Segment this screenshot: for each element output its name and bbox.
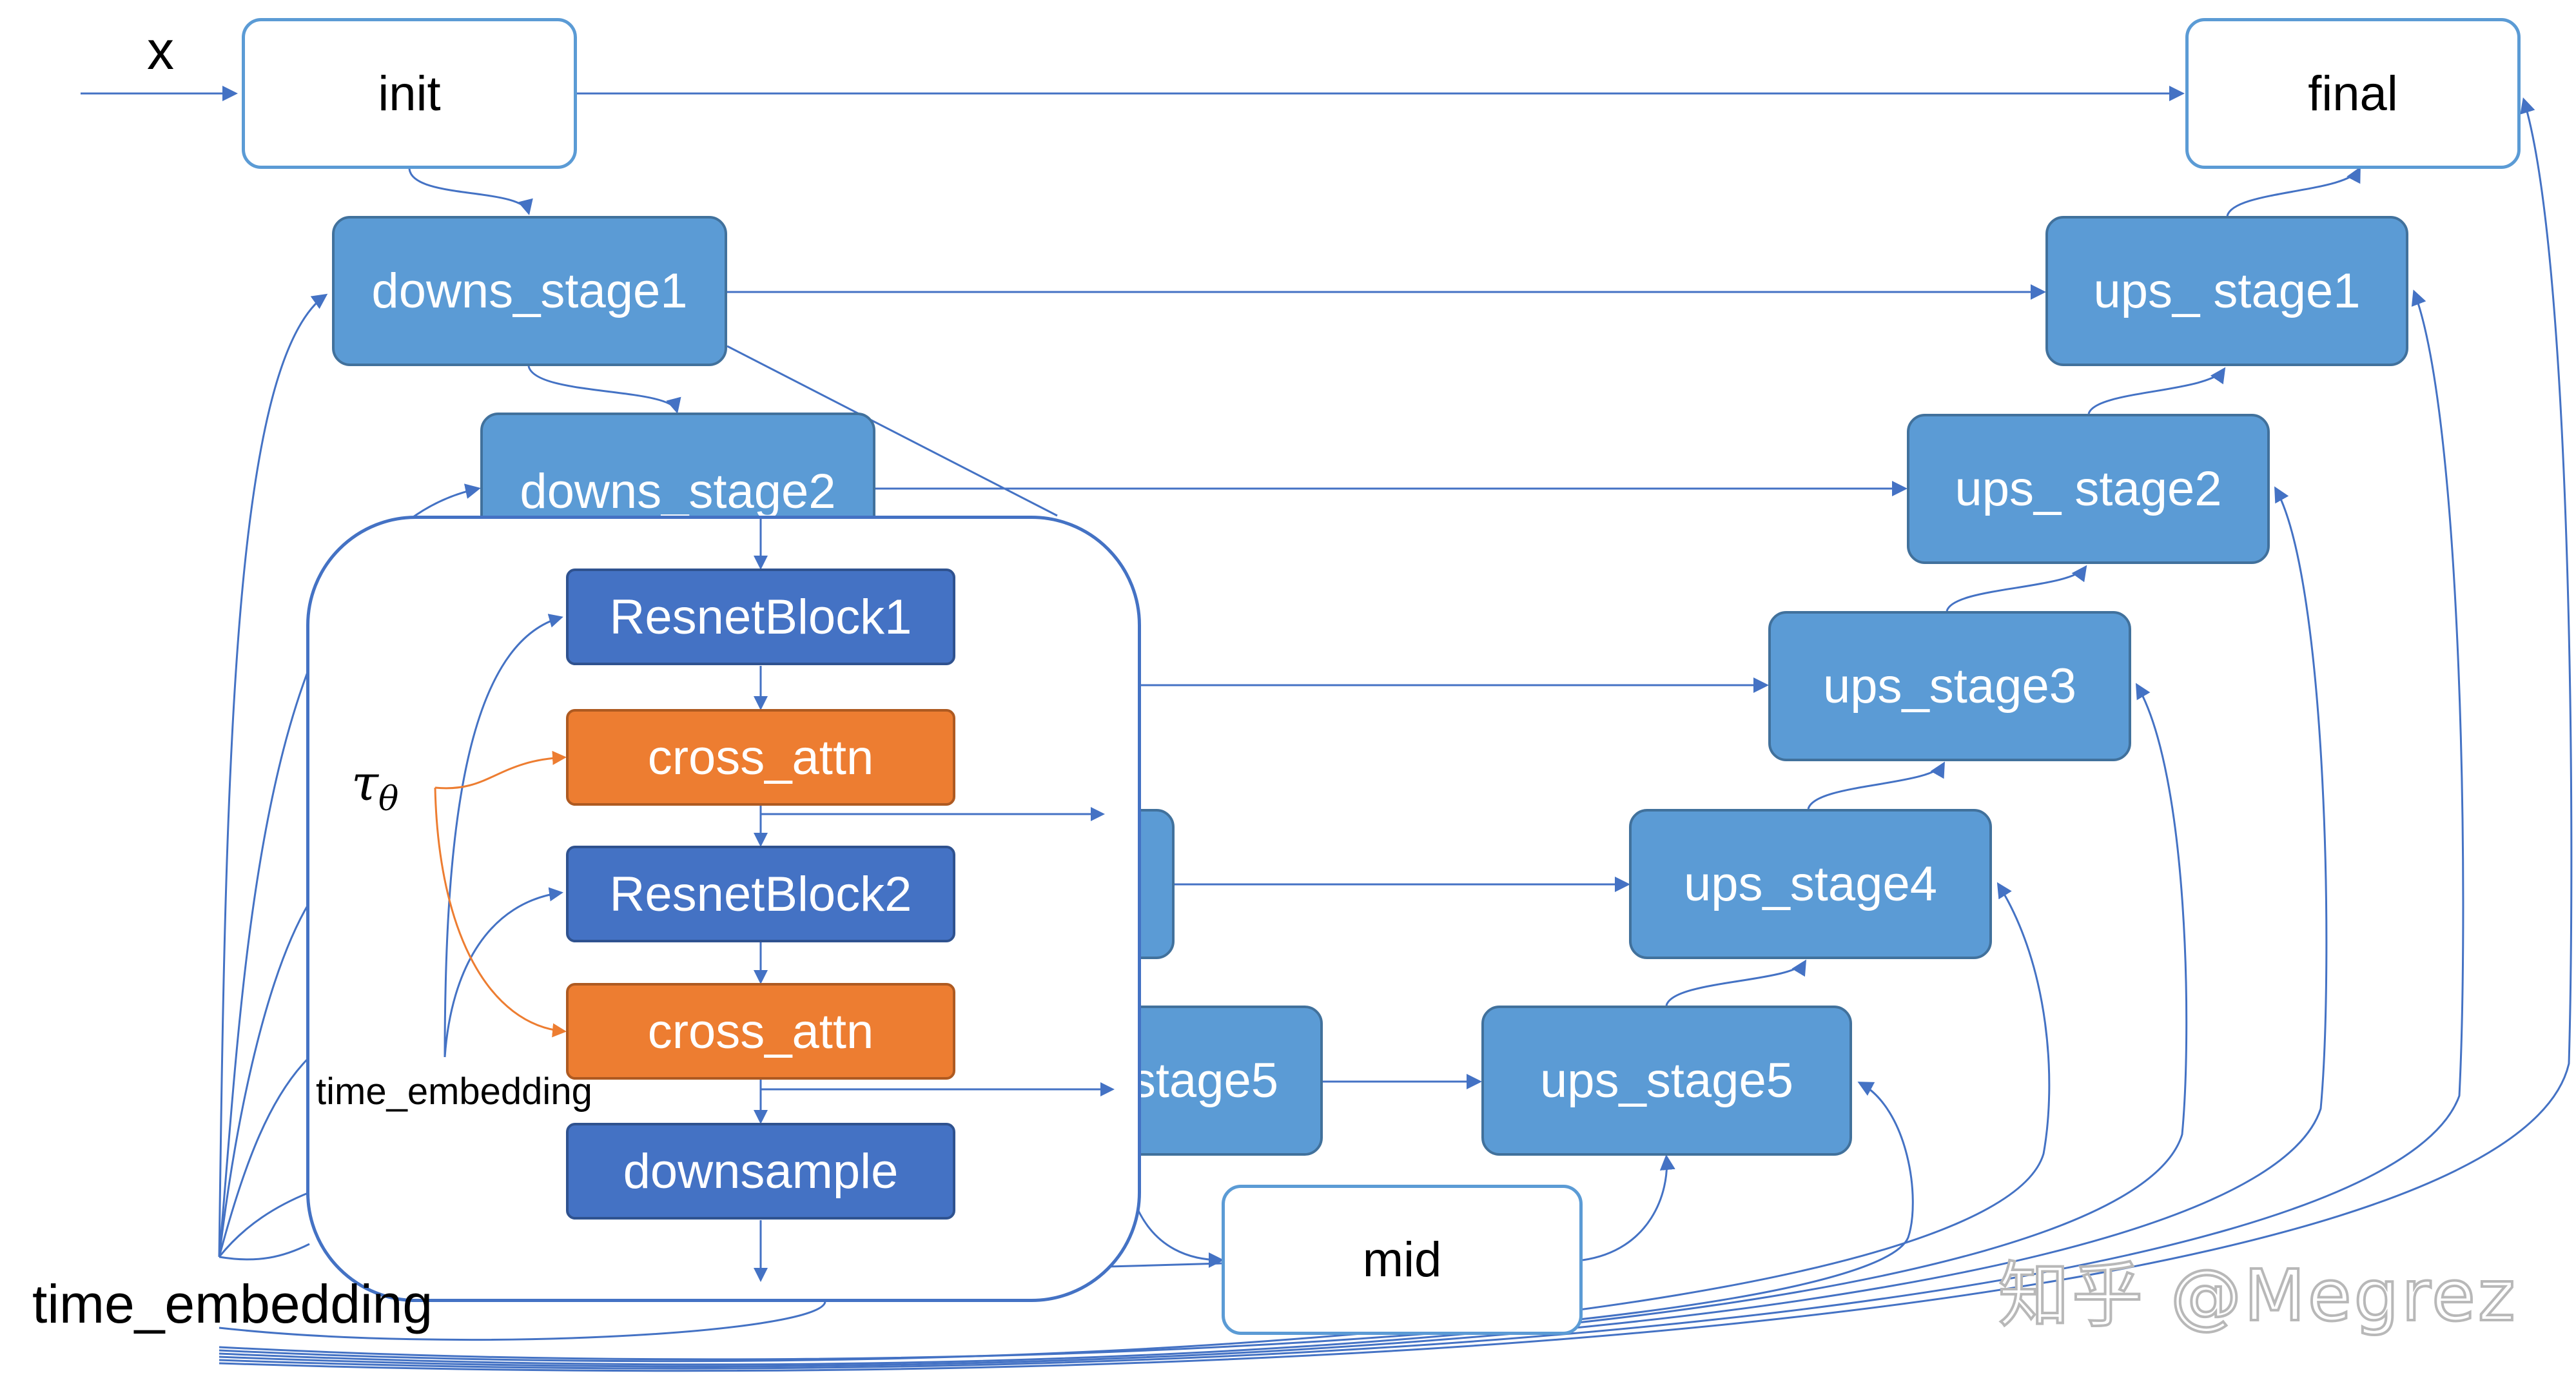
downs1-diagonal-line	[727, 345, 1058, 517]
ups-stage2-node: ups_ stage2	[1907, 414, 2270, 564]
input-x-label: x	[147, 20, 174, 81]
time-to-panel-line	[219, 1301, 826, 1341]
panel-to-mid-line	[1108, 1262, 1222, 1268]
ups2-to-ups1-arrow	[2087, 367, 2226, 414]
time-to-stage-arrow-a	[218, 902, 311, 1258]
mid-to-ups5-arrow	[1582, 1154, 1675, 1261]
tau-to-attn2-arrow	[434, 787, 567, 1038]
mid-node: mid	[1222, 1185, 1583, 1335]
ups4-to-ups3-arrow	[1807, 761, 1945, 810]
downs1-to-downs2-arrow	[527, 365, 681, 414]
final-node: final	[2185, 18, 2521, 169]
watermark: 知乎 @Megrez	[1997, 1253, 2518, 1338]
downs-stage1-node: downs_stage1	[332, 216, 727, 366]
tau-symbol: τ	[351, 754, 379, 812]
time-to-ups1-arrow	[219, 289, 2464, 1370]
time-to-stage-arrow-d	[219, 1243, 310, 1261]
cross-attn-node-2: cross_attn	[566, 983, 955, 1080]
ups-stage5-node: ups_stage5	[1481, 1006, 1852, 1156]
ups5-to-ups4-arrow	[1665, 959, 1807, 1006]
time-to-downs1-arrow	[218, 293, 328, 1258]
ups3-to-ups2-arrow	[1946, 565, 2087, 612]
ups-stage1-node: ups_ stage1	[2045, 216, 2408, 366]
tau-subscript: θ	[378, 780, 399, 819]
tau-to-attn1-arrow	[434, 750, 567, 790]
time-to-final-arrow	[219, 97, 2573, 1372]
downs-stage5-node: stage5	[1109, 1006, 1323, 1156]
stage5-to-mid-arrow	[1133, 1201, 1224, 1268]
init-node: init	[242, 18, 577, 169]
outer-time-embedding-label: time_embedding	[32, 1274, 433, 1334]
ups-stage4-node: ups_stage4	[1629, 809, 1992, 959]
time-to-ups3-arrow	[219, 683, 2188, 1366]
time-to-ups5-arrow	[219, 1082, 1914, 1361]
tau-theta-label: τθ	[351, 754, 398, 819]
inner-time-to-resnet2-arrow	[444, 887, 563, 1058]
time-to-ups2-arrow	[219, 486, 2328, 1368]
resnet-block2-node: ResnetBlock2	[566, 846, 955, 942]
time-to-ups4-arrow	[219, 882, 2051, 1363]
time-to-stage-arrow-c	[218, 1191, 310, 1258]
init-to-downs1-arrow	[408, 168, 533, 215]
inner-time-embedding-label: time_embedding	[316, 1071, 592, 1113]
resnet-block1-node: ResnetBlock1	[566, 569, 955, 665]
ups1-to-final-arrow	[2226, 166, 2361, 217]
time-to-stage-arrow-b	[218, 1056, 311, 1258]
inner-time-to-resnet1-arrow	[444, 614, 563, 1058]
downsample-node: downsample	[566, 1123, 955, 1220]
ups-stage3-node: ups_stage3	[1768, 611, 2131, 761]
cross-attn-node-1: cross_attn	[566, 709, 955, 806]
